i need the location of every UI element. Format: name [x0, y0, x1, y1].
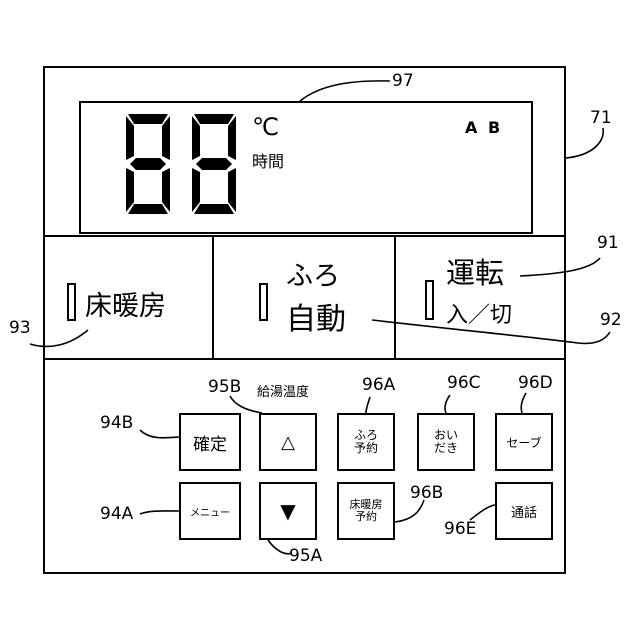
ref-96D: 96D	[518, 373, 553, 393]
segment-f1	[126, 116, 134, 160]
indicator-b: B	[488, 118, 500, 137]
hour-unit: 時間	[252, 148, 284, 172]
floor-heating-reserve-button[interactable]: 床暖房 予約	[337, 482, 395, 540]
ref-93: 93	[9, 318, 31, 338]
temp-up-button[interactable]: △	[259, 413, 317, 471]
save-button[interactable]: セーブ	[495, 413, 553, 471]
confirm-button[interactable]: 確定	[179, 413, 241, 471]
ref-96B: 96B	[410, 483, 443, 503]
segment-e1	[126, 168, 134, 212]
temp-down-button[interactable]: ▼	[259, 482, 317, 540]
segment-display	[112, 110, 252, 220]
segment-d1	[128, 204, 168, 214]
leader-71	[566, 128, 603, 158]
floor-reserve-button-text: 床暖房 予約	[350, 499, 383, 522]
menu-button-label: メニュー	[190, 504, 230, 519]
call-button-label: 通話	[511, 502, 537, 521]
segment-g1	[130, 158, 166, 170]
down-arrow-icon: ▼	[280, 499, 295, 523]
segment-c1	[162, 168, 170, 212]
up-arrow-icon: △	[281, 432, 295, 453]
ref-71: 71	[590, 108, 612, 128]
segment-g2	[196, 158, 232, 170]
ref-95A: 95A	[289, 546, 322, 566]
floor-heating-label: 床暖房	[85, 284, 166, 323]
ref-97: 97	[392, 71, 414, 91]
menu-button[interactable]: メニュー	[179, 482, 241, 540]
ref-96C: 96C	[447, 373, 481, 393]
bath-reserve-button[interactable]: ふろ 予約	[337, 413, 395, 471]
power-label-line2: 入／切	[446, 297, 512, 329]
power-lamp	[425, 280, 434, 320]
segment-d2	[194, 204, 234, 214]
bath-auto-label-line1: ふろ	[286, 254, 340, 293]
ref-96A: 96A	[362, 375, 395, 395]
floor-reserve-label-line2: 予約	[355, 511, 377, 523]
reheat-button-text: おい だき	[434, 429, 458, 454]
ref-96E: 96E	[444, 519, 476, 539]
segment-b1	[162, 116, 170, 160]
segment-digits-text: 88	[0, 0, 1, 1]
hot-water-temp-label: 給湯温度	[257, 381, 309, 400]
reheat-label-line2: だき	[434, 442, 458, 455]
segment-a2	[194, 114, 234, 124]
segment-e2	[192, 168, 200, 212]
segment-f2	[192, 116, 200, 160]
ref-91: 91	[597, 233, 619, 253]
bath-auto-lamp	[259, 283, 268, 321]
ref-92: 92	[600, 310, 622, 330]
ref-94B: 94B	[100, 413, 133, 433]
indicator-a: A	[465, 118, 477, 137]
bath-reserve-button-text: ふろ 予約	[354, 429, 378, 454]
segment-a1	[128, 114, 168, 124]
ref-95B: 95B	[208, 377, 241, 397]
bath-reserve-label-line2: 予約	[354, 442, 378, 455]
segment-b2	[228, 116, 236, 160]
celsius-unit: ℃	[252, 113, 279, 141]
ref-94A: 94A	[100, 504, 133, 524]
segment-c2	[228, 168, 236, 212]
reheat-button[interactable]: おい だき	[417, 413, 475, 471]
floor-heating-lamp	[67, 283, 76, 321]
bath-auto-label-line2: 自動	[286, 294, 346, 338]
confirm-button-label: 確定	[193, 430, 227, 455]
power-label-line1: 運転	[446, 250, 504, 292]
call-button[interactable]: 通話	[495, 482, 553, 540]
save-button-label: セーブ	[506, 434, 541, 451]
